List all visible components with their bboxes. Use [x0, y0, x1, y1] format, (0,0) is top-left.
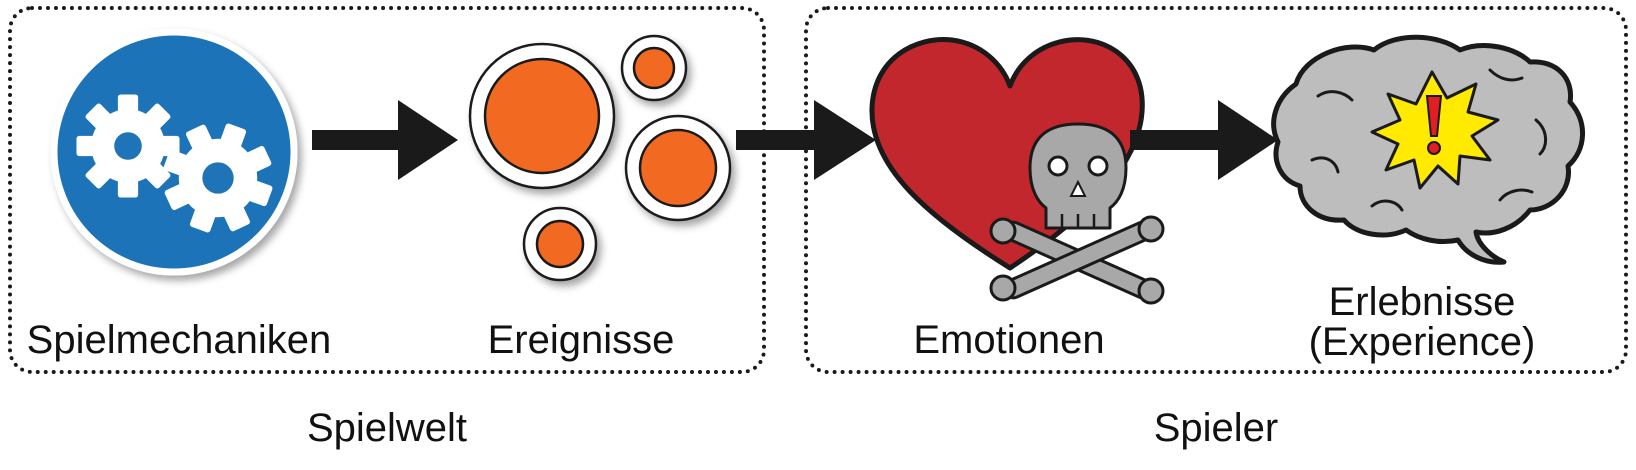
- spielwelt-group-box: [8, 6, 766, 374]
- arrow-emotions-to-experiences: [1130, 100, 1278, 180]
- arrow-mechanics-to-events: [312, 100, 458, 180]
- node-label-erlebnisse: Erlebnisse: [1328, 280, 1516, 324]
- heart-skull-icon: [869, 37, 1165, 305]
- group-caption-spieler: Spieler: [1153, 406, 1279, 450]
- node-label-emotionen: Emotionen: [913, 318, 1105, 362]
- node-label-spielmechaniken: Spielmechaniken: [26, 318, 332, 362]
- node-label-ereignisse: Ereignisse: [487, 318, 675, 362]
- spieler-group-box: [804, 6, 1628, 374]
- arrow-events-to-emotions: [736, 100, 876, 180]
- node-label-experience: (Experience): [1308, 320, 1536, 364]
- event-bubbles-icon: [468, 34, 732, 282]
- gears-icon: [50, 28, 298, 276]
- group-caption-spielwelt: Spielwelt: [306, 406, 468, 450]
- brain-icon: [1271, 34, 1585, 265]
